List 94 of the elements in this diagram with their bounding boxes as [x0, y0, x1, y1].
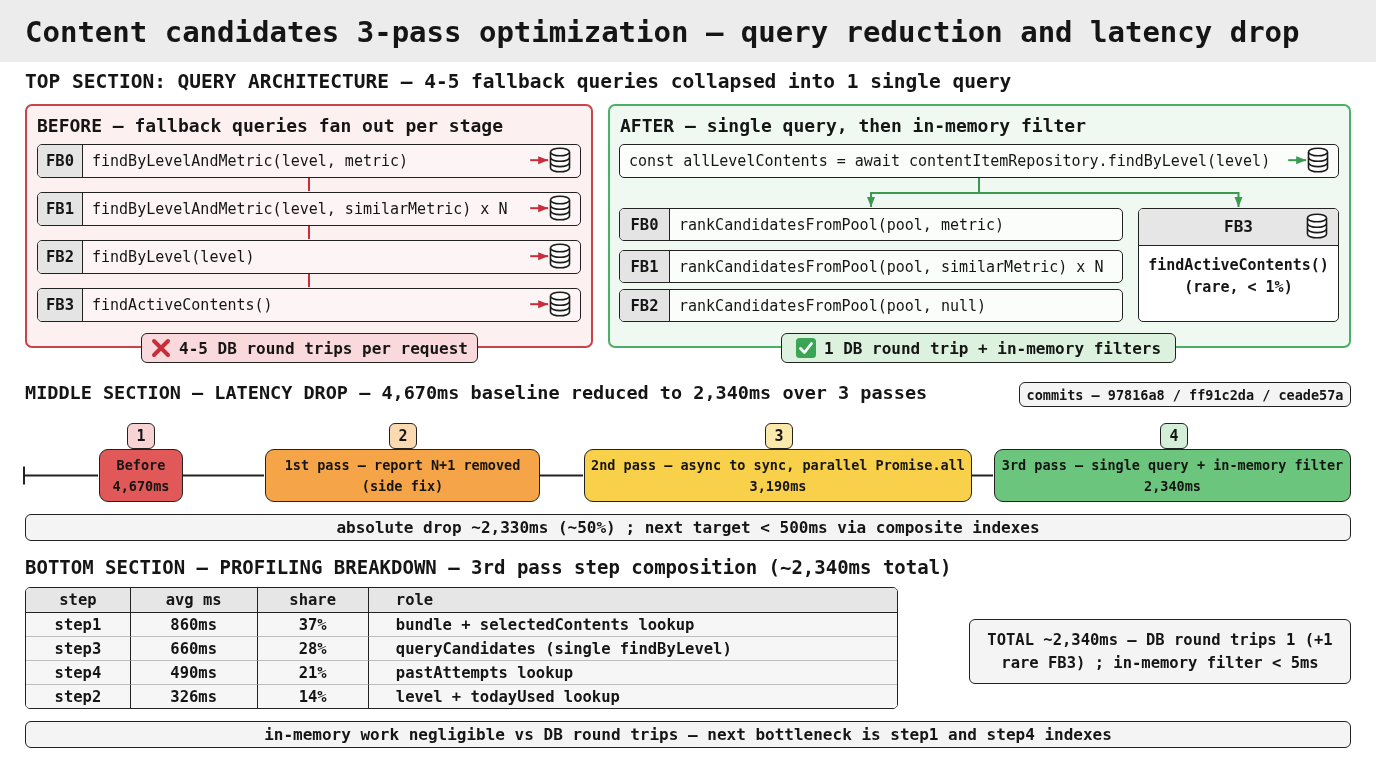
diagram-title: Content candidates 3-pass optimization — query reduction and latency drop — [0, 0, 1376, 62]
summary-text: 4-5 DB round trips per request — [179, 338, 468, 358]
query-row — [619, 144, 1339, 178]
fallback-tag: FB3 — [38, 289, 83, 321]
stage-detail: 4,670ms — [112, 476, 170, 496]
summary-note: TOTAL ~2,340ms — DB round trips 1 (+1 rare FB3) ; in-memory filter < 5ms — [969, 619, 1351, 684]
section-heading: TOP SECTION: QUERY ARCHITECTURE — 4-5 fallback queries collapsed into 1 single query — [25, 70, 1012, 93]
filter-row — [619, 250, 1123, 283]
fallback-card — [1138, 208, 1339, 322]
commit-note: commits — 97816a8 / ff91c2da / ceade57a — [1019, 382, 1351, 407]
code-text: findActiveContents() — [91, 296, 273, 314]
step-number: 1 — [127, 423, 155, 449]
table-cell: bundle + selectedContents lookup — [368, 613, 897, 637]
summary-note: absolute drop ~2,330ms (~50%) ; next target < 500ms via composite indexes — [25, 514, 1351, 541]
step-number: 3 — [765, 423, 793, 449]
stage-title: 1st pass — report N+1 removed — [284, 456, 521, 476]
table-cell: 28% — [257, 637, 369, 661]
query-row — [37, 192, 581, 226]
panel-heading: BEFORE — fallback queries fan out per stage — [37, 115, 503, 136]
code-text: const allLevelContents = await contentItemRepository.findByLevel(level) — [628, 152, 1271, 170]
summary-badge — [781, 333, 1176, 363]
stage-box — [584, 449, 972, 502]
fallback-tag: FB2 — [38, 241, 83, 273]
connector-line — [308, 225, 310, 240]
column-header: step — [26, 588, 131, 613]
connector-line — [308, 177, 310, 192]
filter-row — [619, 289, 1123, 322]
stage-title: 3rd pass — single query + in-memory filter — [1001, 456, 1344, 476]
table-cell: pastAttempts lookup — [368, 661, 897, 685]
connector-line — [182, 474, 265, 477]
table-cell: 37% — [257, 613, 369, 637]
table-cell: 326ms — [130, 685, 258, 708]
summary-text: 1 DB round trip + in-memory filters — [823, 338, 1162, 358]
table-cell: 860ms — [130, 613, 258, 637]
arrow — [529, 300, 550, 309]
fallback-tag: FB0 — [620, 209, 670, 240]
code-text: findByLevelAndMetric(level, metric) — [91, 152, 409, 170]
column-header: share — [257, 588, 369, 613]
code-text: rankCandidatesFromPool(pool, null) — [678, 296, 987, 315]
database-icon — [549, 147, 572, 174]
section-heading: BOTTOM SECTION — PROFILING BREAKDOWN — 3rd pass step composition (~2,340ms total) — [25, 556, 952, 578]
query-row — [37, 288, 581, 322]
section-heading: MIDDLE SECTION — LATENCY DROP — 4,670ms baseline reduced to 2,340ms over 3 passes — [25, 382, 928, 403]
arrow — [978, 177, 1243, 208]
table-cell: 21% — [257, 661, 369, 685]
card-heading: FB3 — [1139, 209, 1338, 246]
code-text: findByLevelAndMetric(level, similarMetric) x N — [91, 200, 508, 218]
query-row — [37, 144, 581, 178]
fallback-tag: FB0 — [38, 145, 83, 177]
fallback-tag: FB2 — [620, 290, 670, 321]
arrow — [529, 156, 550, 165]
connector-line — [971, 474, 994, 477]
connector-line — [23, 465, 99, 486]
panel-heading: AFTER — single query, then in-memory filter — [620, 115, 1086, 136]
database-icon — [549, 243, 572, 270]
connector-line — [308, 273, 310, 288]
table-cell: level + todayUsed lookup — [368, 685, 897, 708]
table-cell: step3 — [26, 637, 131, 661]
database-icon — [1307, 147, 1330, 174]
column-header: avg ms — [130, 588, 258, 613]
code-text: rankCandidatesFromPool(pool, metric) — [678, 215, 1005, 234]
step-number: 4 — [1160, 423, 1188, 449]
table-cell: 490ms — [130, 661, 258, 685]
stage-box — [994, 449, 1351, 502]
code-text: rankCandidatesFromPool(pool, similarMetric) x N — [678, 257, 1104, 276]
step-number: 2 — [389, 423, 417, 449]
arrow — [529, 252, 550, 261]
stage-detail: 3,190ms — [749, 476, 807, 496]
stage-box — [265, 449, 540, 502]
table-cell: 14% — [257, 685, 369, 708]
code-text: findByLevel(level) — [91, 248, 255, 266]
card-body-text: findActiveContents() (rare, < 1%) — [1147, 255, 1330, 298]
arrow — [1287, 156, 1308, 165]
connector-line — [539, 474, 584, 477]
table-cell: step2 — [26, 685, 131, 708]
table-cell: queryCandidates (single findByLevel) — [368, 637, 897, 661]
table-cell: 660ms — [130, 637, 258, 661]
query-row — [37, 240, 581, 274]
table-cell: step4 — [26, 661, 131, 685]
filter-row — [619, 208, 1123, 241]
arrow — [529, 204, 550, 213]
summary-badge — [141, 333, 478, 363]
database-icon — [549, 195, 572, 222]
table-cell: step1 — [26, 613, 131, 637]
fallback-tag: FB1 — [38, 193, 83, 225]
stage-detail: (side fix) — [361, 476, 444, 496]
database-icon — [549, 291, 572, 318]
stage-title: Before — [116, 456, 166, 476]
stage-title: 2nd pass — async to sync, parallel Promise.all — [591, 456, 965, 476]
stage-box — [99, 449, 183, 502]
column-header: role — [368, 588, 897, 613]
fallback-tag: FB1 — [620, 251, 670, 282]
stage-detail: 2,340ms — [1144, 476, 1201, 496]
summary-note: in-memory work negligible vs DB round trips — next bottleneck is step1 and step4 indexes — [25, 721, 1351, 748]
